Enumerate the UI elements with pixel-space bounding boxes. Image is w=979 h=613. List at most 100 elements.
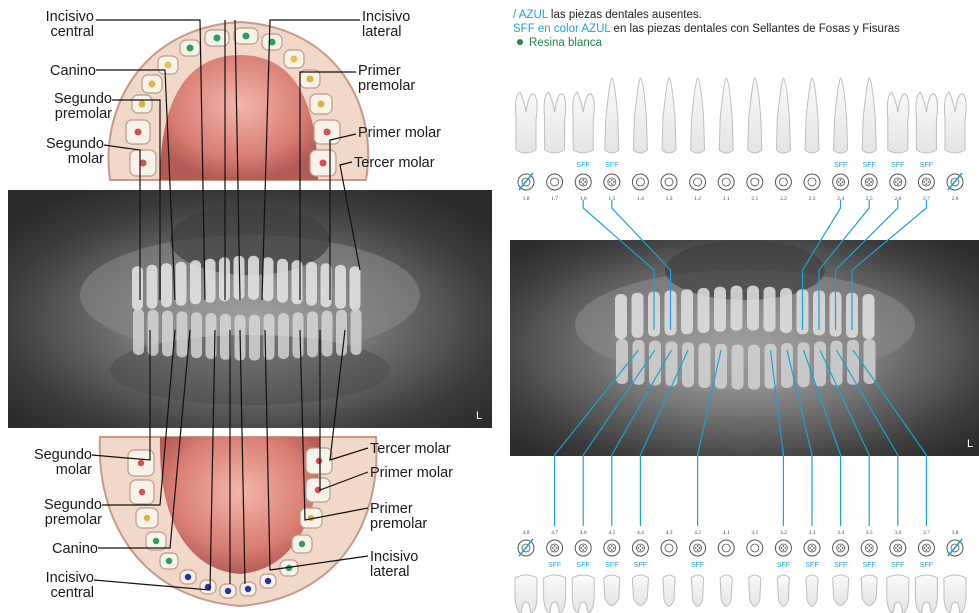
upper-tooth-1.7	[544, 92, 566, 153]
upper-tooth-1.6	[573, 92, 595, 153]
upper-molar-1-right	[314, 120, 340, 144]
upper-tooth-2.7	[916, 92, 938, 153]
xray-lower-tooth-right	[682, 342, 694, 387]
upper-chart-2.7	[918, 174, 934, 190]
lower-central-left	[200, 580, 216, 594]
label-primer-premolar-upper: Primerpremolar	[358, 64, 415, 94]
xray-lower-tooth	[249, 315, 260, 361]
xray-upper-tooth	[176, 262, 187, 306]
upper-tooth-2.6	[887, 92, 909, 153]
xray-side-marker-right: L	[967, 438, 973, 450]
xray-lower-tooth	[293, 312, 304, 358]
lower-tooth-4.2	[692, 575, 704, 607]
label-tercer-molar-lower: Tercer molar	[370, 442, 451, 457]
upper-tooth-number: 1.3	[666, 196, 673, 202]
lower-tooth-4.7	[544, 575, 566, 613]
lower-tooth-number: 4.1	[723, 530, 730, 536]
lower-chart-3.8	[947, 539, 963, 556]
upper-tooth-number: 1.7	[551, 196, 558, 202]
label-segundo-premolar-upper: Segundopremolar	[4, 92, 112, 122]
xray-lower-tooth	[162, 311, 173, 357]
lower-tooth-number: 3.7	[923, 530, 930, 536]
lower-tooth-3.6	[887, 575, 909, 613]
upper-molar-1-left	[126, 120, 150, 144]
lower-tooth-number: 4.5	[608, 530, 615, 536]
xray-upper-tooth-right	[632, 293, 644, 338]
lower-chart-4.4	[632, 540, 648, 556]
lower-tooth-number: 4.2	[694, 530, 701, 536]
upper-sff-label: SFF	[920, 162, 933, 169]
upper-chart-1.5	[604, 174, 620, 190]
lower-tooth-3.8	[944, 575, 966, 613]
lower-canine-right	[260, 574, 276, 588]
lower-premolar-2-left	[136, 508, 158, 528]
label-incisivo-central-lower: Incisivocentral	[14, 571, 94, 601]
xray-lower-tooth	[278, 313, 289, 359]
lower-tooth-number: 4.3	[666, 530, 673, 536]
xray-upper-tooth	[350, 266, 361, 310]
upper-tooth-number: 2.8	[952, 196, 959, 202]
xray-upper-tooth	[161, 263, 172, 307]
xray-upper-tooth-right	[731, 286, 743, 331]
xray-upper-tooth	[190, 260, 201, 304]
lower-sff-label: SFF	[634, 562, 647, 569]
xray-upper-tooth-right	[698, 288, 710, 333]
label-tercer-molar-upper: Tercer molar	[354, 156, 435, 171]
lower-chart-4.3	[661, 540, 677, 556]
label-segundo-premolar-lower: Segundopremolar	[4, 498, 102, 528]
xray-upper-tooth-right	[863, 294, 875, 339]
label-primer-molar-upper: Primer molar	[358, 126, 441, 141]
upper-chart-1.7	[547, 174, 563, 190]
upper-tooth-number: 1.4	[637, 196, 644, 202]
xray-upper-tooth	[132, 266, 143, 310]
xray-lower-tooth-right	[732, 345, 744, 390]
lower-chart-4.5	[604, 540, 620, 556]
label-canino-upper: Canino	[14, 64, 96, 79]
upper-chart-2.2	[775, 174, 791, 190]
upper-lateral-right	[262, 34, 282, 50]
upper-premolar-2-right	[310, 94, 332, 114]
upper-tooth-1.1	[719, 78, 733, 153]
lower-tooth-3.2	[777, 575, 789, 607]
upper-chart-2.8	[947, 173, 963, 190]
lower-molar-2-right	[306, 478, 330, 502]
label-segundo-molar-lower: Segundomolar	[8, 448, 92, 478]
lower-chart-3.1	[747, 540, 763, 556]
lower-tooth-number: 4.6	[580, 530, 587, 536]
lower-chart-4.2	[690, 540, 706, 556]
lower-tooth-number: 4.7	[551, 530, 558, 536]
xray-side-marker: L	[476, 410, 482, 422]
upper-tooth-number: 1.1	[723, 196, 730, 202]
xray-upper-tooth	[306, 262, 317, 306]
upper-chart-1.3	[661, 174, 677, 190]
upper-chart-1.6	[575, 174, 591, 190]
xray-lower-tooth-right	[831, 341, 843, 386]
lower-tooth-number: 3.8	[952, 530, 959, 536]
lower-sff-label: SFF	[605, 562, 618, 569]
lower-chart-4.8	[518, 539, 534, 556]
lower-tooth-3.4	[833, 575, 849, 606]
upper-tooth-number: 1.2	[694, 196, 701, 202]
upper-tooth-2.3	[805, 78, 819, 153]
upper-tooth-number: 2.3	[809, 196, 816, 202]
label-incisivo-lateral-upper: Incisivolateral	[362, 10, 410, 40]
lower-tooth-number: 4.8	[523, 530, 530, 536]
xray-panoramic	[8, 190, 492, 428]
upper-sff-label: SFF	[863, 162, 876, 169]
xray-lower-tooth	[191, 312, 202, 358]
xray-lower-tooth-right	[798, 342, 810, 387]
xray-lower-tooth	[133, 309, 144, 355]
upper-chart-2.4	[833, 174, 849, 190]
lower-tooth-4.4	[632, 575, 648, 606]
lower-canine-left	[160, 553, 178, 569]
upper-tooth-number: 2.1	[751, 196, 758, 202]
xray-upper-tooth	[147, 265, 158, 309]
anatomy-figure: Incisivocentral Canino Segundopremolar S…	[0, 0, 500, 613]
odontogram-illustration: 1.81.7SFF1.6SFF1.51.41.31.21.12.12.22.3S…	[505, 0, 979, 613]
upper-chart-1.4	[632, 174, 648, 190]
upper-chart-2.3	[804, 174, 820, 190]
xray-lower-tooth-right	[699, 343, 711, 388]
xray-upper-tooth	[335, 265, 346, 309]
lower-tooth-4.1	[720, 575, 732, 607]
lower-tooth-3.3	[806, 575, 818, 607]
